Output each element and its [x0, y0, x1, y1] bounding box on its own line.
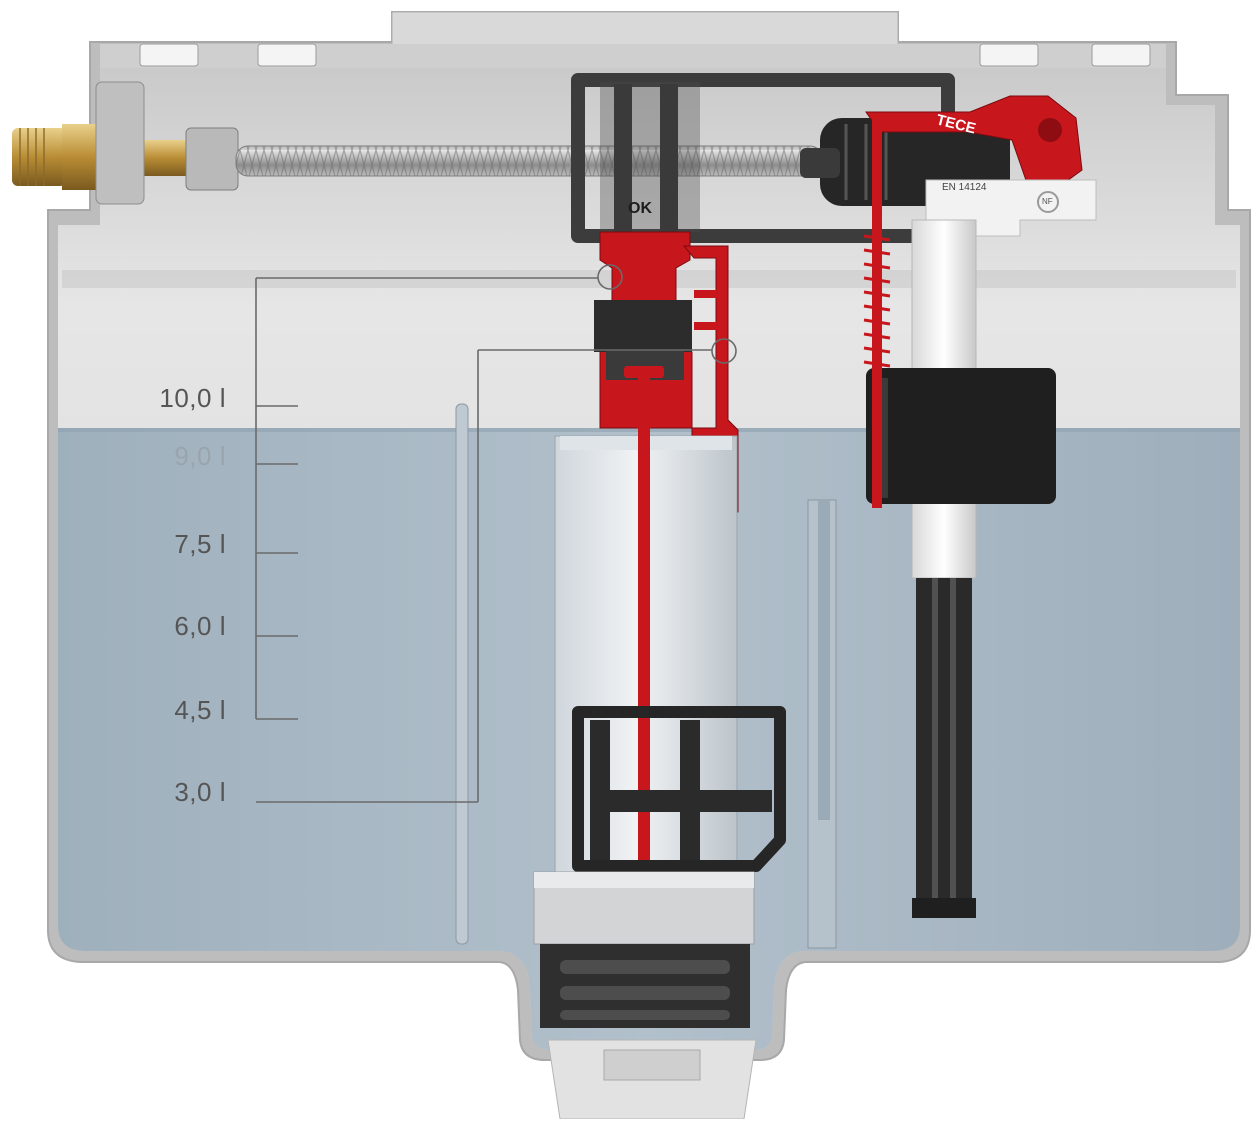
level-label: 6,0 l	[174, 611, 226, 641]
part-flush-adjust-point	[711, 338, 737, 364]
level-label: 7,5 l	[174, 529, 226, 559]
level-scale	[255, 264, 737, 803]
valve-ok-label: OK	[628, 200, 652, 217]
level-label: 4,5 l	[174, 695, 226, 725]
level-label: 9,0 l	[174, 441, 226, 471]
full-flush-adjust-point	[597, 264, 623, 290]
valve-nf-label: NF	[1042, 197, 1053, 206]
level-label: 10,0 l	[159, 383, 226, 413]
valve-standard-label: EN 14124	[942, 182, 987, 193]
level-label: 3,0 l	[174, 777, 226, 807]
